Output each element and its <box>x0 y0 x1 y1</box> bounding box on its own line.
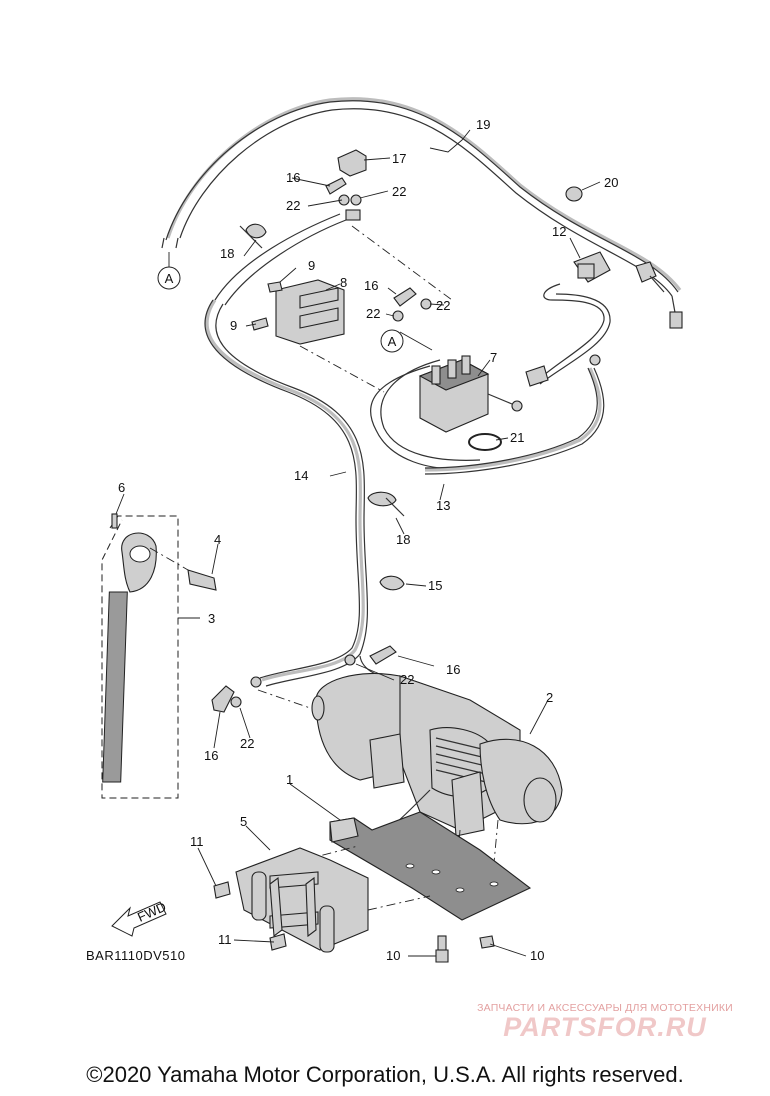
cable-clip-18-upper <box>239 223 267 249</box>
connector-a-mark: A <box>388 334 397 349</box>
band-clamp-21 <box>468 433 502 451</box>
callout-22: 22 <box>240 736 254 751</box>
cable-13-and-connector-12 <box>424 251 665 475</box>
callout-labels: 19 17 16 22 22 20 12 18 9 8 16 22 22 9 7… <box>118 117 618 963</box>
watermark: ЗАПЧАСТИ И АКСЕССУАРЫ ДЛЯ МОТОТЕХНИКИ PA… <box>455 1002 755 1043</box>
callout-20: 20 <box>604 175 618 190</box>
watermark-tagline: ЗАПЧАСТИ И АКСЕССУАРЫ ДЛЯ МОТОТЕХНИКИ <box>477 1002 733 1014</box>
callout-9: 9 <box>308 258 315 273</box>
relay-covers <box>392 287 432 322</box>
callout-1: 1 <box>286 772 293 787</box>
callout-2: 2 <box>546 690 553 705</box>
callout-leaders <box>115 129 601 957</box>
parts-diagram: A A <box>101 97 683 963</box>
callout-19: 19 <box>476 117 490 132</box>
callout-10: 10 <box>530 948 544 963</box>
winch-assembly-2 <box>311 672 563 885</box>
relay-bracket-8 <box>251 279 385 393</box>
fwd-direction-arrow[interactable]: FWD <box>111 899 168 937</box>
fwd-label: FWD <box>135 899 168 925</box>
cable-14 <box>204 299 401 711</box>
mount-plate-1 <box>303 811 532 921</box>
callout-16: 16 <box>286 170 300 185</box>
roller-fairlead-5 <box>235 847 431 953</box>
callout-4: 4 <box>214 532 221 547</box>
boot-20 <box>565 186 583 202</box>
callout-21: 21 <box>510 430 524 445</box>
callout-18: 18 <box>396 532 410 547</box>
callout-8: 8 <box>340 275 347 290</box>
cable-clip-18-lower <box>367 491 405 517</box>
callout-14: 14 <box>294 468 308 483</box>
callout-11: 11 <box>218 932 232 947</box>
callout-18: 18 <box>220 246 234 261</box>
callout-22: 22 <box>286 198 300 213</box>
callout-11: 11 <box>190 834 204 849</box>
cable-clamp-15 <box>379 575 405 591</box>
copyright-notice: ©2020 Yamaha Motor Corporation, U.S.A. A… <box>86 1062 684 1087</box>
callout-22: 22 <box>392 184 406 199</box>
callout-22: 22 <box>400 672 414 687</box>
callout-16: 16 <box>446 662 460 677</box>
callout-3: 3 <box>208 611 215 626</box>
callout-16: 16 <box>204 748 218 763</box>
callout-22: 22 <box>366 306 380 321</box>
callout-5: 5 <box>240 814 247 829</box>
callout-9: 9 <box>230 318 237 333</box>
watermark-logo-text: PARTSFOR.RU <box>503 1012 707 1042</box>
callout-12: 12 <box>552 224 566 239</box>
winch-relay-7 <box>370 355 523 470</box>
callout-10: 10 <box>386 948 400 963</box>
callout-6: 6 <box>118 480 125 495</box>
callout-13: 13 <box>436 498 450 513</box>
connector-a-marks: A A <box>157 252 433 353</box>
connector-a-mark: A <box>165 271 174 286</box>
callout-22: 22 <box>436 298 450 313</box>
callout-17: 17 <box>392 151 406 166</box>
callout-16: 16 <box>364 278 378 293</box>
bolts-10-11 <box>213 881 495 963</box>
callout-15: 15 <box>428 578 442 593</box>
hook-strap-3 <box>101 513 217 799</box>
wire-harness-19 <box>161 97 683 329</box>
upper-terminal-group <box>214 149 453 306</box>
diagram-code: BAR1110DV510 <box>86 948 186 963</box>
motor-terminal-covers <box>211 645 397 713</box>
callout-7: 7 <box>490 350 497 365</box>
